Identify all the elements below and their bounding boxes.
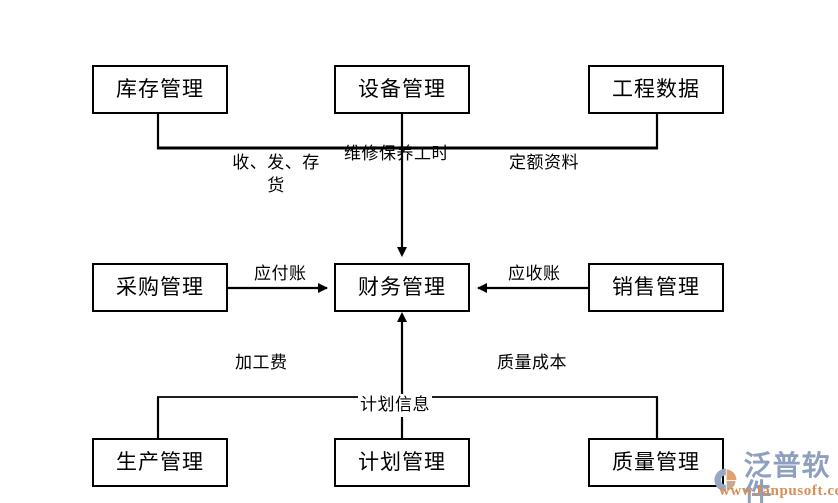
- node-purchasing-label: 采购管理: [116, 275, 204, 299]
- node-quality-label: 质量管理: [612, 450, 700, 474]
- edge-label-processing-fee: 加工费: [235, 353, 288, 372]
- node-sales[interactable]: 销售管理: [588, 263, 724, 312]
- node-engineering-data-label: 工程数据: [612, 77, 700, 101]
- node-quality[interactable]: 质量管理: [588, 438, 724, 487]
- node-purchasing[interactable]: 采购管理: [92, 263, 228, 312]
- edge-label-quality-cost: 质量成本: [497, 353, 567, 372]
- edge-label-plan-information: 计划信息: [358, 394, 432, 417]
- node-planning-label: 计划管理: [358, 450, 446, 474]
- edge-label-accounts-payable: 应付账: [254, 264, 307, 283]
- edge-label-accounts-receivable: 应收账: [508, 264, 561, 283]
- node-inventory-label: 库存管理: [116, 77, 204, 101]
- top-bus-line: [156, 114, 659, 150]
- node-production[interactable]: 生产管理: [92, 438, 228, 487]
- node-equipment[interactable]: 设备管理: [334, 65, 470, 114]
- node-sales-label: 销售管理: [612, 275, 700, 299]
- node-planning[interactable]: 计划管理: [334, 438, 470, 487]
- edge-label-maintenance-hours: 维修保养工时: [344, 144, 449, 163]
- edge-label-quota-data: 定额资料: [509, 153, 579, 172]
- node-inventory[interactable]: 库存管理: [92, 65, 228, 114]
- node-production-label: 生产管理: [116, 450, 204, 474]
- node-finance[interactable]: 财务管理: [334, 263, 470, 312]
- node-finance-label: 财务管理: [358, 275, 446, 299]
- edge-label-receive-issue-stock: 收、发、存货: [232, 153, 320, 195]
- node-engineering-data[interactable]: 工程数据: [588, 65, 724, 114]
- node-equipment-label: 设备管理: [358, 77, 446, 101]
